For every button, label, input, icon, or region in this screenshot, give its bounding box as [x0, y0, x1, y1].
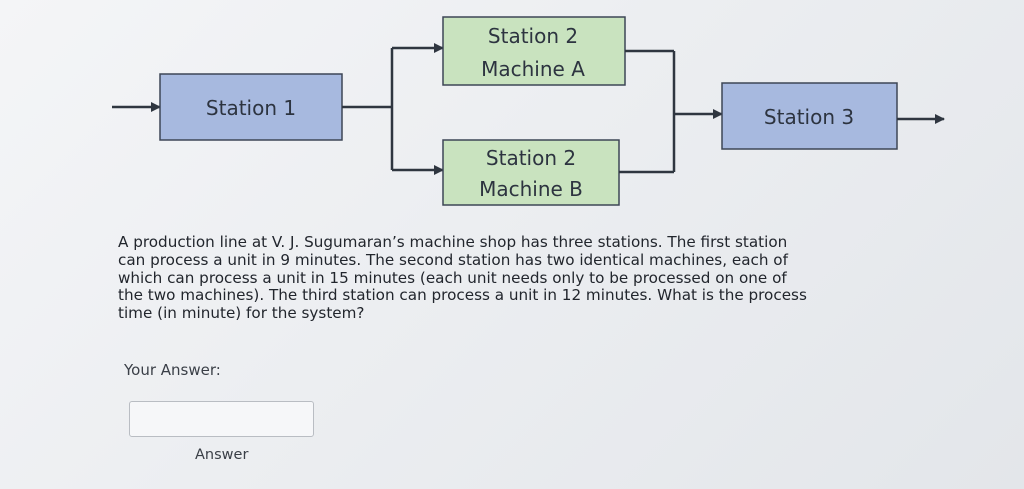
station-1-label: Station 1: [206, 96, 296, 120]
station-2-machine-a-line2: Machine A: [481, 57, 585, 81]
station-2-machine-a-line1: Station 2: [488, 24, 578, 48]
station-3-label: Station 3: [764, 105, 854, 129]
station-2-machine-b-line2: Machine B: [479, 177, 583, 201]
answer-input[interactable]: [129, 401, 314, 437]
station-3-box: [721, 82, 898, 150]
production-line-diagram: Station 1 Station 2 Machine A Station 2 …: [112, 16, 945, 206]
station-2-machine-b-line1: Station 2: [486, 146, 576, 170]
answer-field-label: Answer: [195, 447, 249, 463]
station-2-machine-b-box: [442, 139, 620, 206]
your-answer-prompt: Your Answer:: [124, 361, 221, 379]
station-2-machine-a-box: [442, 16, 626, 86]
question-text: A production line at V. J. Sugumaran’s m…: [118, 233, 807, 323]
